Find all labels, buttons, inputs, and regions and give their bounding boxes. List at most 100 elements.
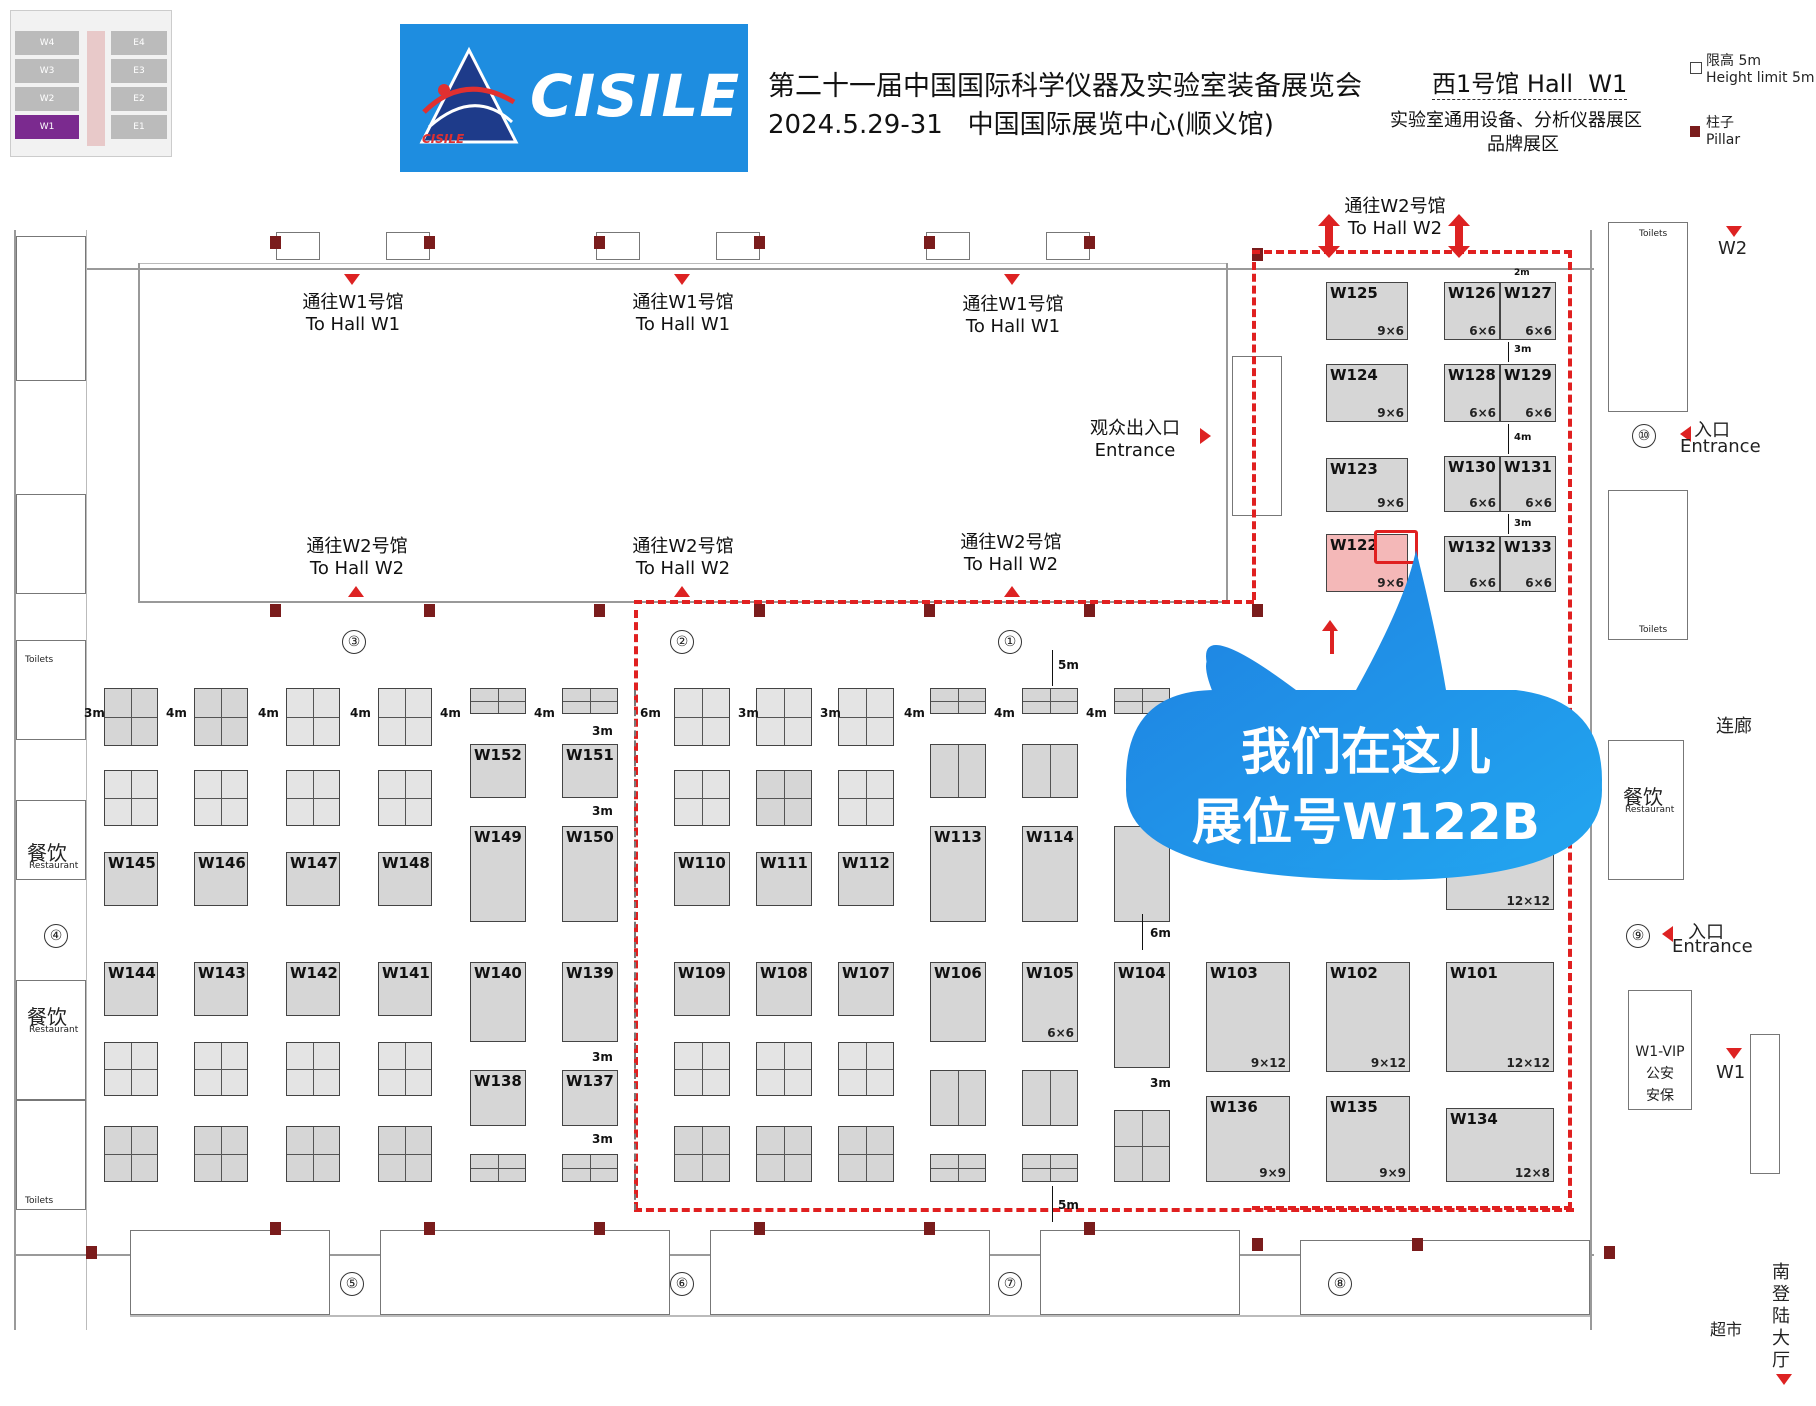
booth-W142[interactable]: W142 bbox=[286, 962, 340, 1016]
booth-block-row5-7[interactable] bbox=[838, 1042, 894, 1096]
booth-W109[interactable]: W109 bbox=[674, 962, 730, 1016]
booth-block-row1-7[interactable] bbox=[674, 688, 730, 746]
booth-block-row5-8[interactable] bbox=[930, 1070, 986, 1126]
pillar bbox=[1252, 1238, 1263, 1251]
booth-block-row5-5[interactable] bbox=[674, 1042, 730, 1096]
booth-block-row5-6[interactable] bbox=[756, 1042, 812, 1096]
booth-W137[interactable]: W137 bbox=[562, 1070, 618, 1126]
dim-arrow bbox=[1052, 650, 1053, 686]
booth-W104[interactable]: W104 bbox=[1114, 962, 1170, 1068]
booth-block-row6-9[interactable] bbox=[838, 1126, 894, 1182]
booth-block-row6-7[interactable] bbox=[674, 1126, 730, 1182]
booth-block-row1-8[interactable] bbox=[756, 688, 812, 746]
booth-block-row2-6[interactable] bbox=[756, 770, 812, 826]
booth-W149[interactable]: W149 bbox=[470, 826, 526, 922]
booth-block-row6-8[interactable] bbox=[756, 1126, 812, 1182]
booth-block-row5-2[interactable] bbox=[194, 1042, 248, 1096]
dim-3m: 3m bbox=[1514, 518, 1532, 529]
booth-W140[interactable]: W140 bbox=[470, 962, 526, 1042]
dim-4m: 4m bbox=[1514, 432, 1532, 443]
booth-block-row6-10[interactable] bbox=[930, 1154, 986, 1182]
booth-block-row1-3[interactable] bbox=[286, 688, 340, 746]
booth-block-row6-3[interactable] bbox=[286, 1126, 340, 1182]
booth-W151[interactable]: W151 bbox=[562, 744, 618, 798]
booth-block-row5-3[interactable] bbox=[286, 1042, 340, 1096]
booth-W146[interactable]: W146 bbox=[194, 852, 248, 906]
pillar bbox=[1252, 248, 1263, 261]
booth-block-row1-5[interactable] bbox=[470, 688, 526, 714]
booth-block-row2-7[interactable] bbox=[838, 770, 894, 826]
restaurant-label-cn-2: 餐饮 bbox=[27, 1005, 67, 1029]
booth-W141[interactable]: W141 bbox=[378, 962, 432, 1016]
booth-block-row6-2[interactable] bbox=[194, 1126, 248, 1182]
booth-block-row1-9[interactable] bbox=[838, 688, 894, 746]
booth-block-row1-2[interactable] bbox=[194, 688, 248, 746]
pillar bbox=[424, 1222, 435, 1235]
booth-block-row2-3[interactable] bbox=[286, 770, 340, 826]
booth-block-row6-4[interactable] bbox=[378, 1126, 432, 1182]
booth-block-row1-12[interactable] bbox=[1114, 688, 1170, 714]
booth-W106[interactable]: W106 bbox=[930, 962, 986, 1042]
booth-W113[interactable]: W113 bbox=[930, 826, 986, 922]
booth-W145[interactable]: W145 bbox=[104, 852, 158, 906]
pillar bbox=[1604, 1246, 1615, 1259]
booth-W111[interactable]: W111 bbox=[756, 852, 812, 906]
booth-W147[interactable]: W147 bbox=[286, 852, 340, 906]
booth-block-row1-4[interactable] bbox=[378, 688, 432, 746]
booth-block-row6-12[interactable] bbox=[1114, 1110, 1170, 1182]
booth-block-row2-4[interactable] bbox=[378, 770, 432, 826]
booth-W150[interactable]: W150 bbox=[562, 826, 618, 922]
booth-block-row1-1[interactable] bbox=[104, 688, 158, 746]
booth-block-row2-1[interactable] bbox=[104, 770, 158, 826]
booth-block-row1-6[interactable] bbox=[562, 688, 618, 714]
booth-W107[interactable]: W107 bbox=[838, 962, 894, 1016]
booth-block-row2-5[interactable] bbox=[674, 770, 730, 826]
booth-block-row6-5[interactable] bbox=[470, 1154, 526, 1182]
booth-W114[interactable]: W114 bbox=[1022, 826, 1078, 922]
pillar bbox=[754, 604, 765, 617]
entrance-9-cn: 入口 bbox=[1688, 922, 1724, 943]
booth-W152[interactable]: W152 bbox=[470, 744, 526, 798]
booth-block-row6-11[interactable] bbox=[1022, 1154, 1078, 1182]
booth-block-row2-8[interactable] bbox=[930, 744, 986, 798]
booth-W108[interactable]: W108 bbox=[756, 962, 812, 1016]
south-room-3 bbox=[710, 1230, 990, 1315]
booth-W110[interactable]: W110 bbox=[674, 852, 730, 906]
booth-W139[interactable]: W139 bbox=[562, 962, 618, 1042]
booth-W143[interactable]: W143 bbox=[194, 962, 248, 1016]
booth-block-row2-2[interactable] bbox=[194, 770, 248, 826]
booth-W112[interactable]: W112 bbox=[838, 852, 894, 906]
booth-block-row1-11[interactable] bbox=[1022, 688, 1078, 714]
booth-block-row5-1[interactable] bbox=[104, 1042, 158, 1096]
booth-block-row1-10[interactable] bbox=[930, 688, 986, 714]
booth-block-row2-9[interactable] bbox=[1022, 744, 1078, 798]
booth-W144[interactable]: W144 bbox=[104, 962, 158, 1016]
booth-W148[interactable]: W148 bbox=[378, 852, 432, 906]
booth-block-row6-1[interactable] bbox=[104, 1126, 158, 1182]
zone-divider-dashed bbox=[634, 690, 636, 1210]
entrance-9-arrow-icon bbox=[1662, 926, 1673, 942]
booth-W138[interactable]: W138 bbox=[470, 1070, 526, 1126]
booth-block-row5-9[interactable] bbox=[1022, 1070, 1078, 1126]
booth-block-row6-6[interactable] bbox=[562, 1154, 618, 1182]
booth-block-row5-4[interactable] bbox=[378, 1042, 432, 1096]
